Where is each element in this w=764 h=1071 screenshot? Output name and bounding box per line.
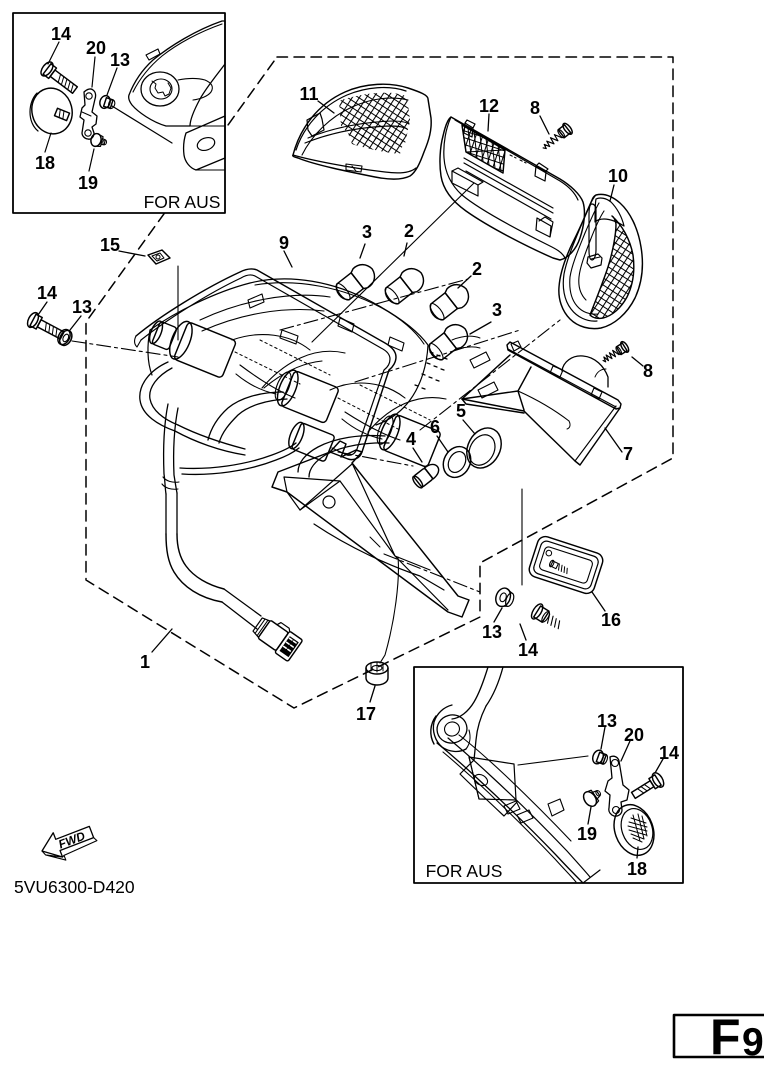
svg-text:8: 8 — [530, 98, 540, 118]
svg-text:19: 19 — [577, 824, 597, 844]
svg-text:13: 13 — [482, 622, 502, 642]
svg-text:9: 9 — [279, 233, 289, 253]
svg-text:3: 3 — [492, 300, 502, 320]
svg-text:13: 13 — [110, 50, 130, 70]
svg-text:FWD: FWD — [56, 829, 87, 852]
svg-text:6: 6 — [430, 417, 440, 437]
svg-text:5: 5 — [456, 401, 466, 421]
svg-text:FOR AUS: FOR AUS — [426, 861, 503, 881]
svg-text:18: 18 — [627, 859, 647, 879]
svg-text:3: 3 — [362, 222, 372, 242]
svg-text:17: 17 — [356, 704, 376, 724]
svg-text:20: 20 — [86, 38, 106, 58]
svg-text:5VU6300-D420: 5VU6300-D420 — [14, 877, 135, 897]
svg-text:1: 1 — [140, 652, 150, 672]
svg-text:13: 13 — [597, 711, 617, 731]
svg-text:12: 12 — [479, 96, 499, 116]
svg-text:FOR AUS: FOR AUS — [144, 192, 221, 212]
svg-text:18: 18 — [35, 153, 55, 173]
svg-text:20: 20 — [624, 725, 644, 745]
svg-text:14: 14 — [51, 24, 71, 44]
svg-text:15: 15 — [100, 235, 120, 255]
svg-text:14: 14 — [518, 640, 538, 660]
svg-text:2: 2 — [404, 221, 414, 241]
svg-text:F: F — [710, 1009, 741, 1065]
svg-text:7: 7 — [623, 444, 633, 464]
svg-text:13: 13 — [72, 297, 92, 317]
svg-text:9: 9 — [742, 1021, 764, 1064]
svg-text:16: 16 — [601, 610, 621, 630]
svg-text:11: 11 — [299, 84, 318, 104]
svg-text:8: 8 — [643, 361, 653, 381]
svg-text:19: 19 — [78, 173, 98, 193]
svg-text:10: 10 — [608, 166, 628, 186]
svg-text:14: 14 — [37, 283, 57, 303]
svg-text:4: 4 — [406, 429, 416, 449]
svg-text:2: 2 — [472, 259, 482, 279]
svg-text:14: 14 — [659, 743, 679, 763]
